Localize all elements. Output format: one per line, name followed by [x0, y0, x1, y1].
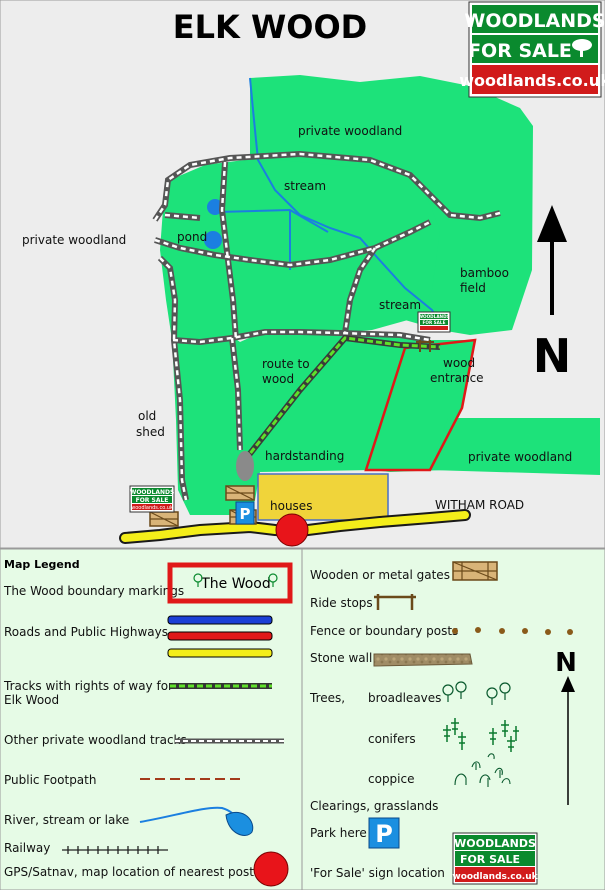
- legend-railway-sample: [62, 846, 168, 854]
- parking-letter: P: [240, 505, 251, 523]
- label-hardstanding: hardstanding: [265, 449, 344, 463]
- sign-entrance-line1: WOODLANDS: [418, 314, 449, 319]
- label-wood: wood: [262, 372, 294, 386]
- coppice-icon: [454, 753, 511, 787]
- sign-main-line2: FOR SALE: [136, 497, 169, 504]
- hardstanding-area: [236, 451, 254, 481]
- label-houses: houses: [270, 499, 312, 513]
- legend-sign-url: woodlands.co.uk: [452, 872, 538, 882]
- brand-line1: WOODLANDS: [464, 10, 605, 32]
- access-track: [242, 334, 441, 462]
- legend-sign-line2: FOR SALE: [460, 853, 520, 866]
- label-witham-road: WITHAM ROAD: [435, 498, 524, 512]
- label-stream-top: stream: [284, 179, 326, 193]
- legend-boundary-sample: [167, 562, 293, 604]
- legend-tracks-label-1: Tracks with rights of way for: [3, 679, 173, 693]
- gate-1: [149, 511, 179, 527]
- for-sale-sign-entrance: WOODLANDS FOR SALE: [417, 311, 451, 333]
- brand-line2: FOR SALE: [468, 40, 572, 62]
- legend-trees-label: Trees,: [309, 691, 345, 705]
- legend-footpath-label: Public Footpath: [4, 773, 96, 787]
- legend-boundary-tree-right-icon: [268, 573, 278, 587]
- brand-url: woodlands.co.uk: [459, 71, 605, 90]
- north-label: N: [533, 329, 572, 383]
- legend-fence-posts-icon: [452, 627, 573, 635]
- legend-private-tracks-label: Other private woodland tracks: [4, 733, 187, 747]
- legend-title: Map Legend: [4, 558, 80, 571]
- legend-broadleaves-label: broadleaves: [368, 691, 441, 705]
- legend-railway-label: Railway: [4, 841, 50, 855]
- for-sale-sign-main: WOODLANDS FOR SALE woodlands.co.uk: [129, 485, 175, 513]
- label-stream-mid: stream: [379, 298, 421, 312]
- legend-park-label: Park here: [310, 826, 367, 840]
- legend-boundary-sample-text: The Wood: [200, 576, 271, 592]
- legend-ride-stops-icon: [374, 594, 416, 610]
- legend-fence-label: Fence or boundary posts: [310, 624, 458, 638]
- label-wood-entrance-1: wood: [443, 356, 475, 370]
- legend-gate-icon: [452, 561, 498, 581]
- label-wood-entrance-2: entrance: [430, 371, 484, 385]
- map-title: ELK WOOD: [173, 8, 367, 46]
- ride-stops-entrance: [416, 340, 434, 352]
- legend-conifers-label: conifers: [368, 732, 416, 746]
- legend-coppice-label: coppice: [368, 772, 415, 786]
- brand-logo: WOODLANDS FOR SALE woodlands.co.uk: [459, 1, 605, 98]
- broadleaves-icon: [442, 681, 511, 705]
- brand-tree-icon: [572, 39, 592, 57]
- label-bamboo: bamboo: [460, 266, 509, 280]
- sign-main-url: woodlands.co.uk: [131, 505, 173, 511]
- sign-main-line1: WOODLANDS: [130, 489, 175, 496]
- sign-entrance-line2: FOR SALE: [423, 320, 446, 325]
- legend-gps-marker: [253, 851, 289, 887]
- label-field: field: [460, 281, 486, 295]
- label-old: old: [138, 409, 156, 423]
- legend-park-letter: P: [375, 820, 393, 848]
- legend-gps-label: GPS/Satnav, map location of nearest post…: [4, 865, 283, 879]
- pond-2: [204, 231, 222, 249]
- legend-roads-sample: [167, 615, 273, 658]
- private-tracks: [152, 150, 501, 501]
- legend-river-label: River, stream or lake: [4, 813, 129, 827]
- legend-stone-wall-icon: [373, 653, 473, 667]
- label-private-woodland-left: private woodland: [22, 233, 126, 247]
- label-pond: pond: [177, 230, 207, 244]
- label-private-woodland-right: private woodland: [468, 450, 572, 464]
- parking-icon: [235, 501, 255, 525]
- legend-boundary-label: The Wood boundary markings: [3, 584, 184, 598]
- private-woodland-east: [430, 418, 600, 475]
- legend-north-arrow: [561, 676, 575, 805]
- legend-for-sale-sign: WOODLANDS FOR SALE woodlands.co.uk: [452, 832, 539, 885]
- legend-boundary-tree-left-icon: [193, 573, 203, 587]
- wood-boundary: [364, 338, 477, 472]
- legend-roads-label: Roads and Public Highways: [4, 625, 168, 639]
- legend-park-icon: [368, 817, 400, 849]
- label-route-to: route to: [262, 357, 310, 371]
- legend-for-sale-label: 'For Sale' sign location: [310, 866, 445, 880]
- legend-stone-wall-label: Stone wall: [310, 651, 372, 665]
- houses-block: [257, 473, 389, 521]
- legend-river-sample: [139, 806, 254, 836]
- pond-1: [207, 199, 223, 215]
- label-private-woodland-top: private woodland: [298, 124, 402, 138]
- legend-north-label: N: [555, 648, 577, 678]
- label-shed: shed: [136, 425, 165, 439]
- gate-2: [225, 485, 255, 501]
- legend-tracks-label-2: Elk Wood: [4, 693, 59, 707]
- legend-clearings-label: Clearings, grasslands: [310, 799, 438, 813]
- streams: [217, 77, 444, 331]
- legend-ride-stops-label: Ride stops: [310, 596, 373, 610]
- legend-gates-label: Wooden or metal gates: [310, 568, 450, 582]
- postcode-marker: [275, 513, 309, 547]
- conifers-icon: [443, 718, 519, 752]
- north-arrow: [537, 205, 567, 315]
- legend-sign-line1: WOODLANDS: [454, 837, 536, 850]
